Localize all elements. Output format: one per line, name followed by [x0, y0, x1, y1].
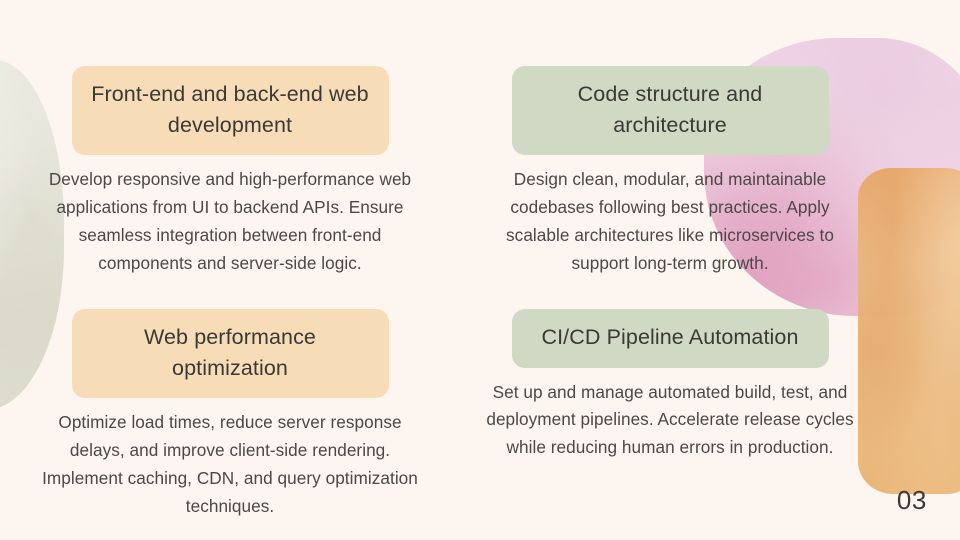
card-title-banner: Web performance optimization [71, 309, 389, 399]
card-body-text: Develop responsive and high-performance … [48, 169, 412, 273]
card-body-text: Optimize load times, reduce server respo… [42, 412, 418, 516]
card-front-end-back-end-web-development: Front-end and back-end web development D… [40, 66, 420, 277]
card-title-banner: Code structure and architecture [511, 66, 829, 156]
card-body-text: Set up and manage automated build, test,… [486, 381, 854, 458]
card-web-performance-optimization: Web performance optimization Optimize lo… [40, 309, 420, 520]
card-body-text: Design clean, modular, and maintainable … [506, 169, 834, 273]
card-ci-cd-pipeline-automation: CI/CD Pipeline Automation Set up and man… [480, 309, 860, 462]
card-title-banner: CI/CD Pipeline Automation [511, 309, 829, 368]
card-title-banner: Front-end and back-end web development [71, 66, 389, 156]
page-number: 03 [896, 485, 927, 515]
card-code-structure-and-architecture: Code structure and architecture Design c… [480, 66, 860, 277]
